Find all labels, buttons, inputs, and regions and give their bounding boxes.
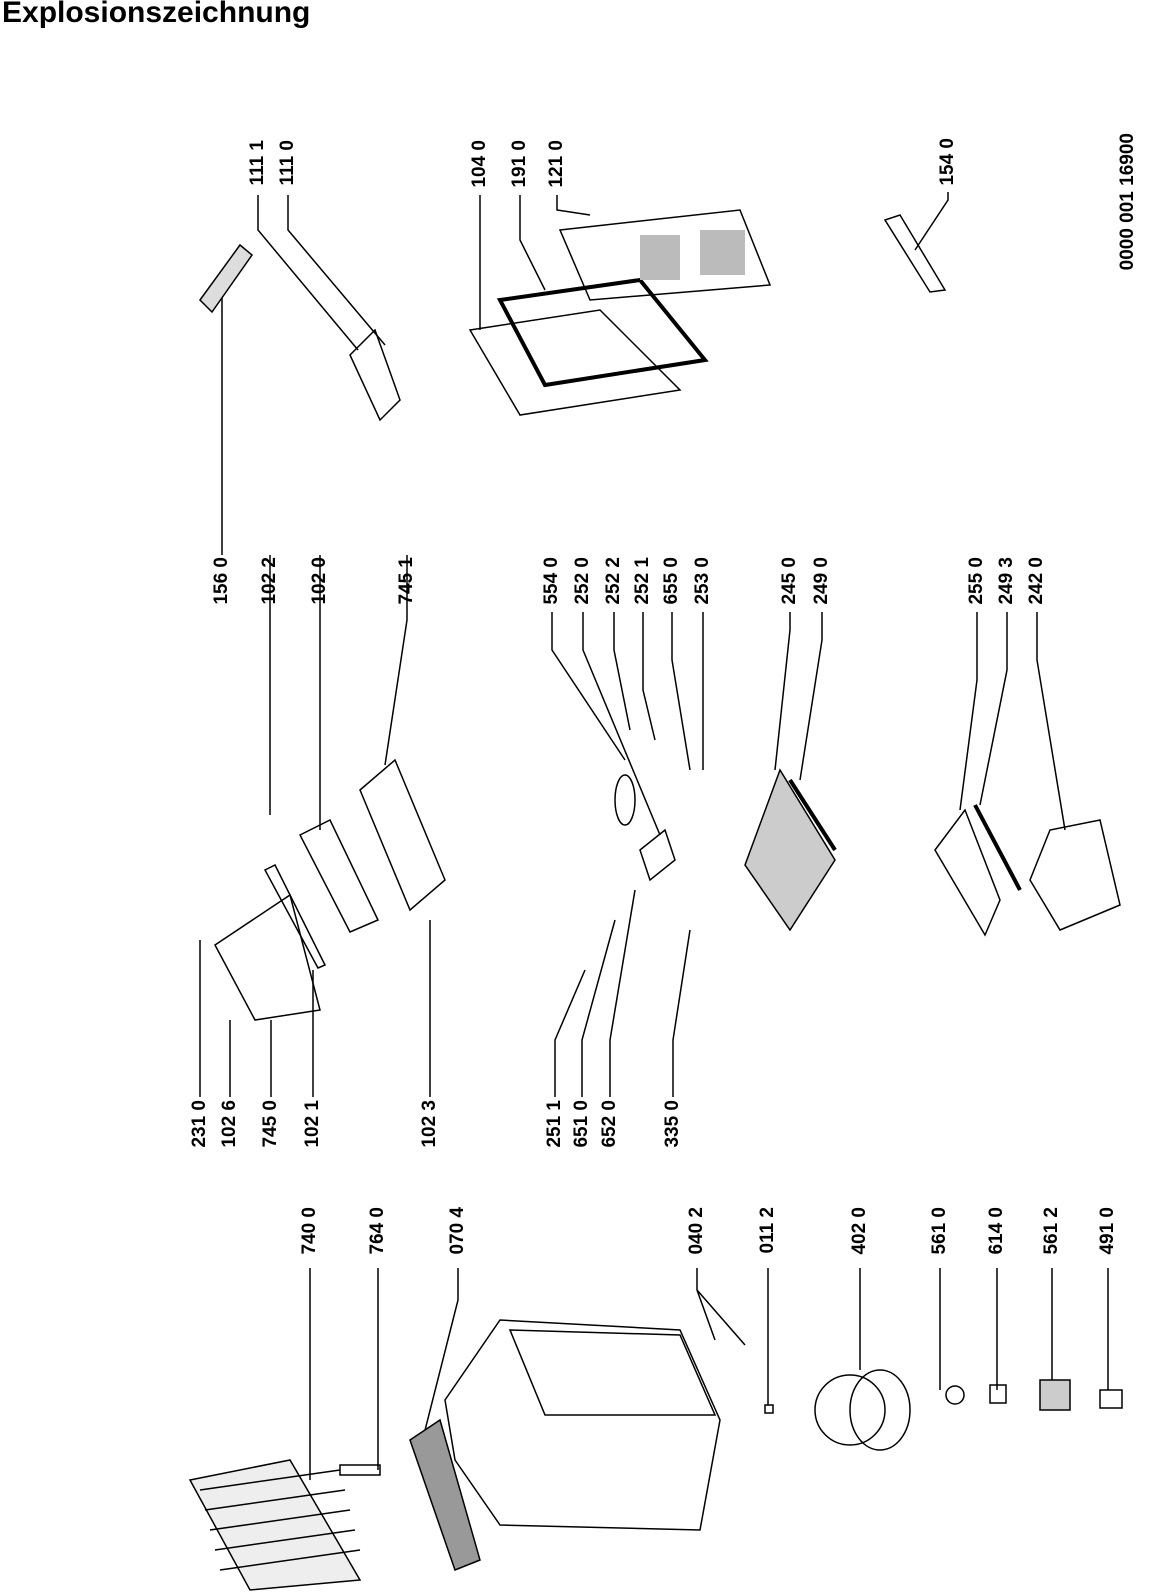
part-label: 102 3 — [419, 1100, 440, 1148]
base-grille — [409, 1418, 481, 1571]
door-gasket — [496, 277, 709, 388]
part-label: 245 0 — [779, 557, 800, 605]
part-label: 253 0 — [692, 557, 713, 605]
starter — [1039, 1379, 1071, 1411]
part-label: 156 0 — [211, 557, 232, 605]
part-label: 111 0 — [277, 140, 298, 186]
part-label: 249 3 — [996, 557, 1017, 605]
flap-frame — [263, 863, 327, 969]
part-label: 740 0 — [299, 1207, 320, 1255]
cabinet — [444, 1319, 721, 1531]
part-label: 102 2 — [259, 557, 280, 605]
part-label: 252 1 — [632, 557, 653, 605]
part-label: 614 0 — [986, 1207, 1007, 1255]
ice-cube-tray — [199, 243, 254, 314]
part-label: 121 0 — [546, 140, 567, 188]
part-label: 040 2 — [686, 1207, 707, 1255]
overload — [989, 1384, 1007, 1404]
part-label: 102 1 — [302, 1100, 323, 1148]
part-label: 252 0 — [572, 557, 593, 605]
plug — [764, 1404, 774, 1414]
capacitor — [1099, 1389, 1123, 1409]
freezer-flap — [214, 893, 321, 1021]
cabinet-opening — [508, 1329, 717, 1416]
part-label: 491 0 — [1097, 1207, 1118, 1255]
leader-lines — [199, 192, 1109, 1480]
wire-shelf — [744, 768, 836, 932]
part-label: 111 1 — [247, 140, 268, 186]
part-label: 745 0 — [260, 1100, 281, 1148]
spring — [614, 774, 636, 826]
part-label: 104 0 — [469, 140, 490, 188]
door-panel — [468, 309, 682, 416]
part-label: 102 0 — [309, 557, 330, 605]
part-label: 252 2 — [603, 557, 624, 605]
part-label: 764 0 — [367, 1207, 388, 1255]
part-label: 231 0 — [189, 1100, 210, 1148]
part-label: 255 0 — [966, 557, 987, 605]
part-label: 154 0 — [937, 138, 958, 186]
part-label: 249 0 — [811, 557, 832, 605]
condenser — [188, 1459, 362, 1591]
drawer — [298, 818, 380, 933]
part-label: 651 0 — [571, 1100, 592, 1148]
part-label: 561 0 — [929, 1207, 950, 1255]
part-label: 102 6 — [219, 1100, 240, 1148]
door-handle — [349, 328, 401, 422]
part-label: 070 4 — [447, 1207, 468, 1255]
part-label: 011 2 — [757, 1207, 778, 1254]
part-label: 561 2 — [1041, 1207, 1062, 1255]
door-shelf-unit — [558, 209, 772, 301]
page-title: Explosionszeichnung — [2, 0, 311, 29]
glass-shelf — [934, 808, 1001, 937]
relay — [945, 1385, 965, 1405]
part-label: 191 0 — [509, 140, 530, 188]
vegetable-crisper — [1029, 819, 1121, 931]
part-label: 242 0 — [1026, 557, 1047, 605]
part-label: 745 1 — [396, 557, 417, 605]
filter-dryer — [339, 1464, 381, 1476]
compressor — [814, 1374, 886, 1446]
bottle-shelf — [883, 214, 947, 293]
parts — [188, 209, 1123, 1591]
part-label: 652 0 — [599, 1100, 620, 1148]
part-label: 335 0 — [662, 1100, 683, 1148]
part-label: 251 1 — [544, 1100, 565, 1148]
part-label: 554 0 — [541, 557, 562, 605]
part-label: 655 0 — [661, 557, 682, 605]
tray — [359, 758, 446, 912]
thermostat — [639, 828, 676, 882]
part-label: 402 0 — [849, 1207, 870, 1255]
